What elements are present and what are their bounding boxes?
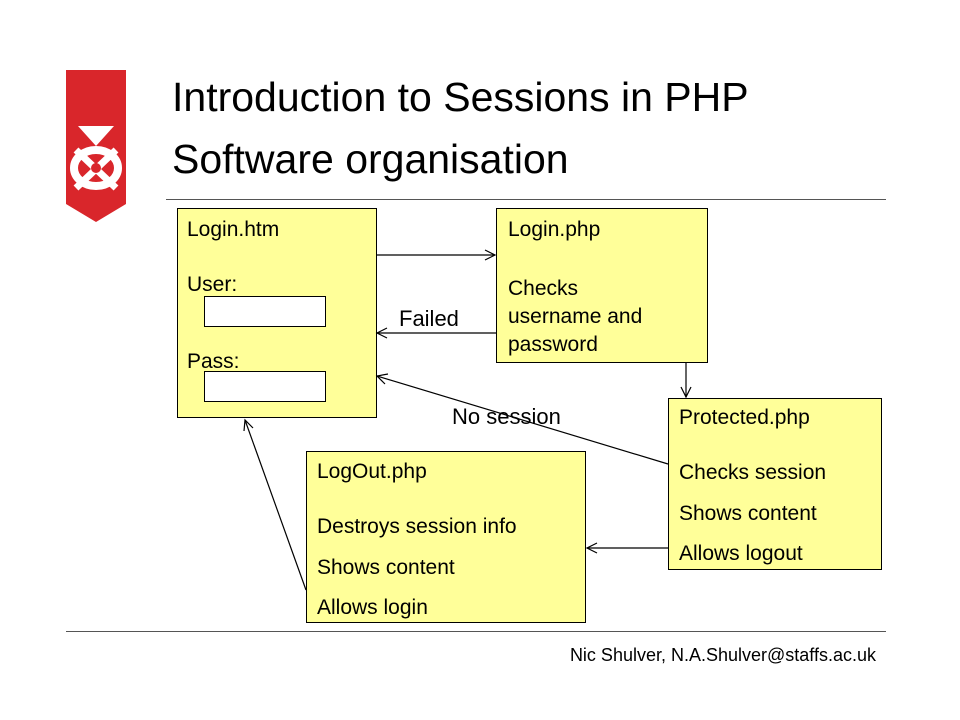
arrow-protected-to-logout [585, 542, 668, 554]
footer-author: Nic Shulver, N.A.Shulver@staffs.ac.uk [569, 645, 876, 665]
user-input-field [204, 296, 326, 327]
protected-php-line2: Shows content [679, 502, 817, 525]
logout-php-line2: Shows content [317, 556, 455, 579]
logout-php-line1: Destroys session info [317, 515, 517, 538]
login-php-box: Login.php Checks username and password [496, 208, 708, 363]
login-htm-box: Login.htm User: Pass: [177, 208, 377, 418]
protected-php-box: Protected.php Checks session Shows conte… [668, 398, 882, 570]
logout-php-line3: Allows login [317, 596, 428, 619]
arrow-login-htm-to-login-php [376, 249, 497, 261]
pass-input-field [204, 371, 326, 402]
login-php-title: Login.php [508, 218, 601, 241]
title-divider [166, 199, 886, 200]
protected-php-title: Protected.php [679, 406, 810, 429]
university-shield-logo-icon [66, 70, 126, 222]
login-php-line3: password [508, 333, 598, 356]
user-label: User: [187, 273, 238, 296]
arrow-no-session-to-login-htm [375, 373, 669, 465]
arrow-failed-to-login-htm [375, 327, 496, 339]
login-htm-title: Login.htm [187, 218, 280, 241]
slide-subtitle: Software organisation [172, 136, 569, 182]
arrow-login-php-to-protected [680, 363, 692, 399]
login-php-line1: Checks [508, 277, 579, 300]
logout-php-title: LogOut.php [317, 460, 427, 483]
protected-php-line1: Checks session [679, 461, 827, 484]
footer-divider [66, 631, 886, 632]
slide-title: Introduction to Sessions in PHP [172, 74, 749, 120]
no-session-label: No session [452, 404, 561, 429]
protected-php-line3: Allows logout [679, 542, 803, 565]
login-php-line2: username and [508, 305, 643, 328]
pass-label: Pass: [187, 350, 240, 373]
logout-php-box: LogOut.php Destroys session info Shows c… [306, 451, 586, 623]
failed-label: Failed [399, 306, 459, 331]
arrow-logout-to-login-htm [243, 418, 307, 591]
